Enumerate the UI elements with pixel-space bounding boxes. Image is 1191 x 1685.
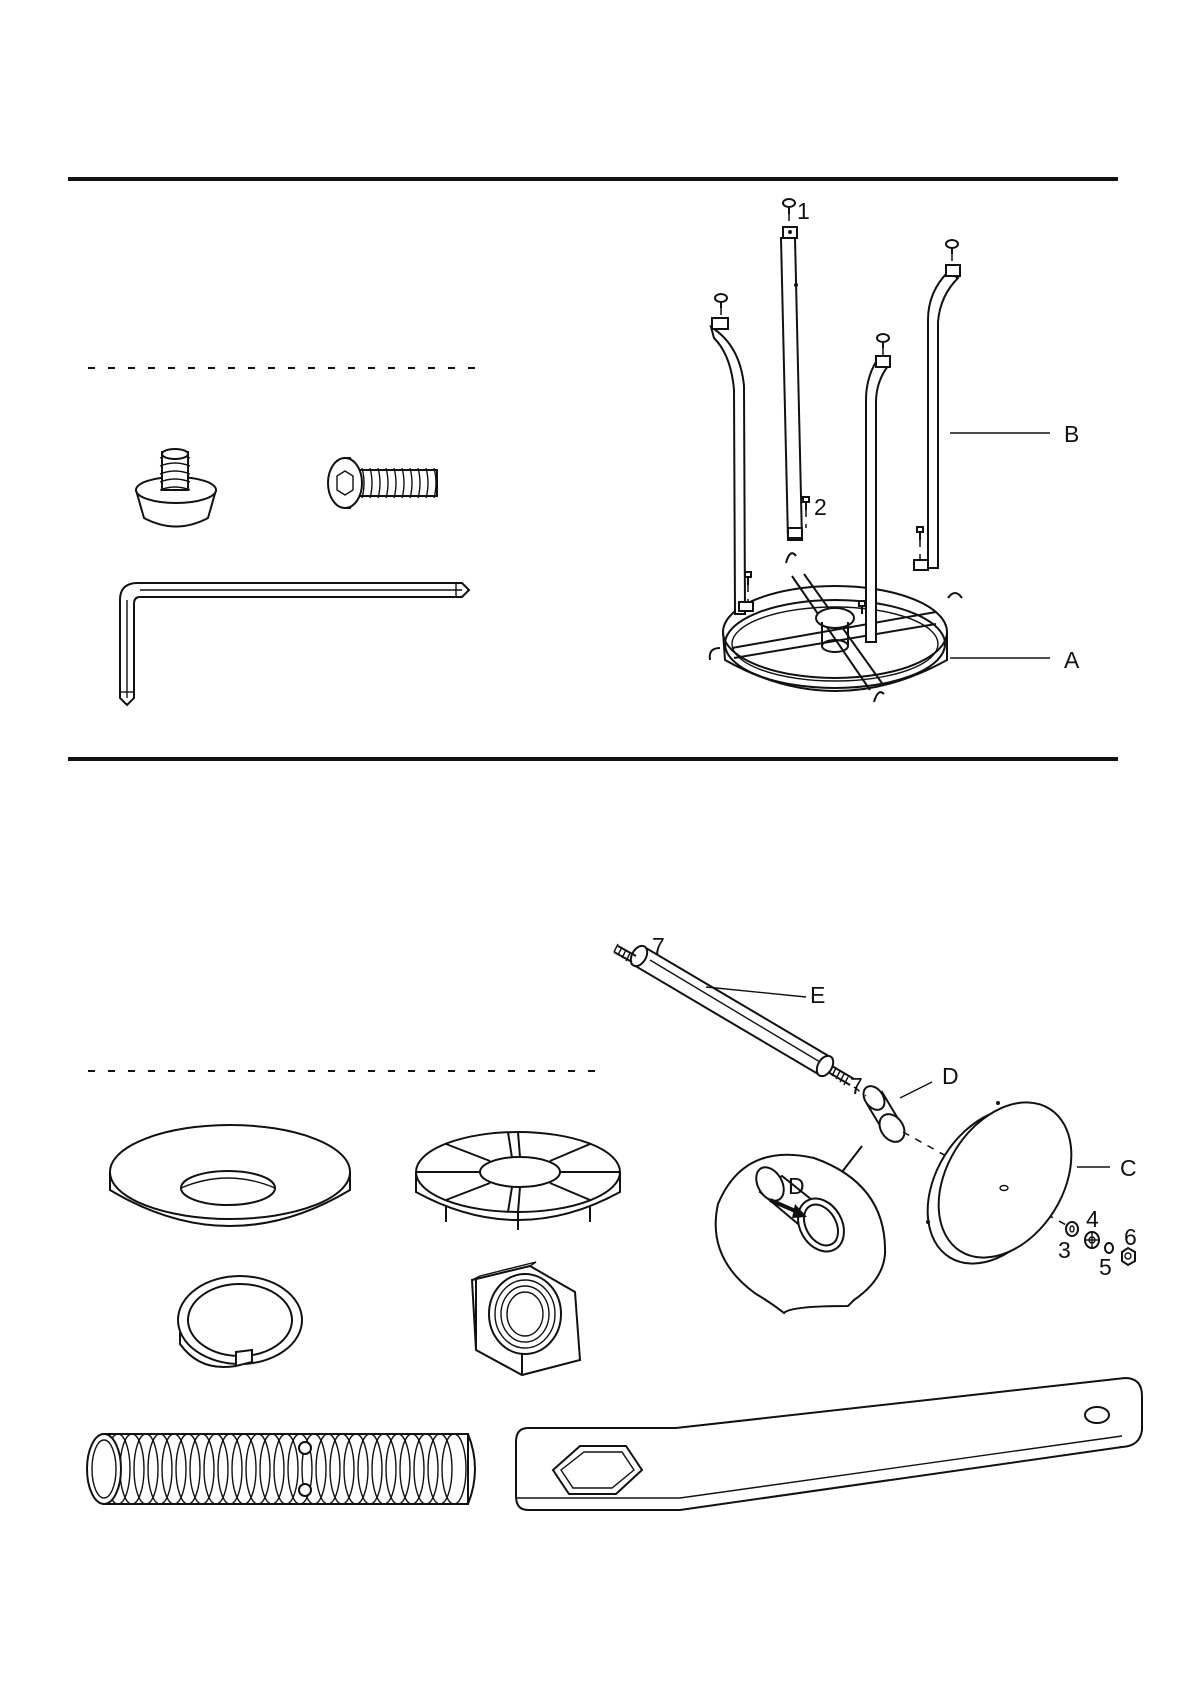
star-lock-washer-icon — [416, 1132, 620, 1230]
split-ring-washer-icon — [178, 1276, 302, 1367]
cross-bars — [732, 574, 936, 690]
leg-left — [711, 318, 753, 614]
sleeve-detail-magnifier — [716, 1146, 885, 1313]
rod — [627, 943, 836, 1079]
screw-1d-icon — [877, 334, 889, 356]
callout-stud-top: 7 — [652, 933, 665, 959]
leg-front — [866, 356, 890, 642]
screw-1-icon — [783, 199, 795, 227]
leg-back — [781, 227, 802, 540]
threaded-rod-icon — [87, 1434, 475, 1504]
leader-sleeve — [900, 1082, 932, 1098]
washer-3-icon — [1066, 1222, 1078, 1236]
callout-screw-bottom: 2 — [814, 494, 827, 520]
hex-nut-icon — [472, 1262, 580, 1375]
callout-nut: 6 — [1124, 1224, 1137, 1250]
leg-right-back — [914, 265, 960, 570]
callout-lock-washer: 4 — [1086, 1206, 1099, 1232]
lock-washer-4-icon — [1085, 1232, 1099, 1248]
callout-spring-washer: 5 — [1099, 1254, 1112, 1280]
callout-screw-top: 1 — [797, 198, 810, 224]
callout-ring: A — [1064, 647, 1080, 673]
callout-sleeve: D — [942, 1063, 959, 1089]
callout-washer: 3 — [1058, 1237, 1071, 1263]
allen-key-icon — [120, 583, 469, 705]
rubber-foot-icon — [136, 449, 216, 527]
leg-bottom-screws — [745, 497, 923, 614]
callout-stud-bottom: 7 — [850, 1073, 863, 1099]
callout-disc: C — [1120, 1155, 1137, 1181]
hex-wrench-icon — [516, 1378, 1142, 1510]
hex-socket-screw-icon — [328, 458, 437, 508]
seat-assembly-diagram: 7 E 7 D D C 3 4 5 6 — [614, 933, 1137, 1313]
callout-sleeve-detail: D — [788, 1173, 805, 1199]
flat-washer-icon — [110, 1125, 350, 1226]
callout-leg: B — [1064, 421, 1079, 447]
screw-2c-icon — [917, 527, 923, 560]
callout-rod: E — [810, 982, 825, 1008]
nut-6-icon — [1122, 1248, 1135, 1265]
screw-2-icon — [803, 497, 809, 528]
stool-base-diagram: 1 2 B A — [710, 198, 1080, 702]
screw-1b-icon — [715, 294, 727, 318]
screw-1c-icon — [946, 240, 958, 265]
spring-washer-5-icon — [1105, 1243, 1113, 1253]
leg-top-screws — [715, 199, 958, 356]
sleeve — [859, 1082, 909, 1146]
